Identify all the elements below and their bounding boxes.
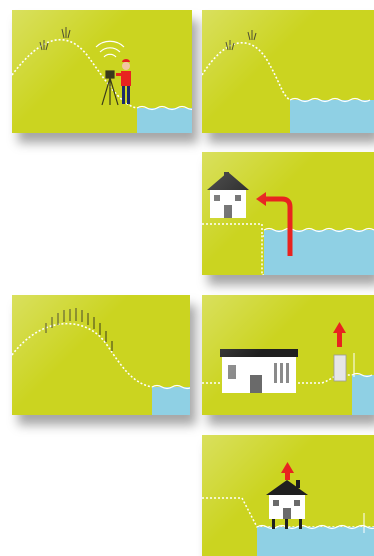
water-body bbox=[152, 387, 190, 415]
panel-house-stilts bbox=[202, 435, 374, 556]
panel-surveyor bbox=[12, 10, 192, 133]
surveyor-icon bbox=[116, 59, 131, 104]
house-icon bbox=[207, 172, 249, 218]
house-icon bbox=[266, 480, 308, 529]
up-arrow-icon bbox=[333, 322, 346, 347]
panel-house-water bbox=[202, 152, 374, 275]
tall-grass bbox=[46, 308, 112, 351]
building-icon bbox=[220, 349, 298, 393]
water-body bbox=[137, 108, 192, 133]
surveyor-scene bbox=[12, 10, 192, 133]
panel-tall-grass bbox=[12, 295, 190, 415]
grass-tufts bbox=[40, 27, 70, 50]
baseline-scene bbox=[202, 10, 374, 133]
tall-grass-scene bbox=[12, 295, 190, 415]
arrow-head bbox=[256, 192, 266, 206]
water-body bbox=[257, 527, 374, 556]
building-wall-scene bbox=[202, 295, 374, 415]
hill-outline bbox=[12, 324, 152, 387]
up-arrow-icon bbox=[281, 462, 294, 480]
water-body bbox=[264, 230, 374, 275]
house-water-scene bbox=[202, 152, 374, 275]
wifi-signal-icon bbox=[96, 41, 124, 57]
panel-baseline bbox=[202, 10, 374, 133]
seawall bbox=[334, 353, 354, 381]
water-body bbox=[290, 100, 374, 133]
grass-tufts bbox=[226, 30, 256, 50]
tripod-icon bbox=[102, 71, 118, 105]
panel-building-wall bbox=[202, 295, 374, 415]
house-stilts-scene bbox=[202, 435, 374, 556]
water-body bbox=[352, 375, 374, 415]
hill-outline bbox=[202, 43, 290, 100]
